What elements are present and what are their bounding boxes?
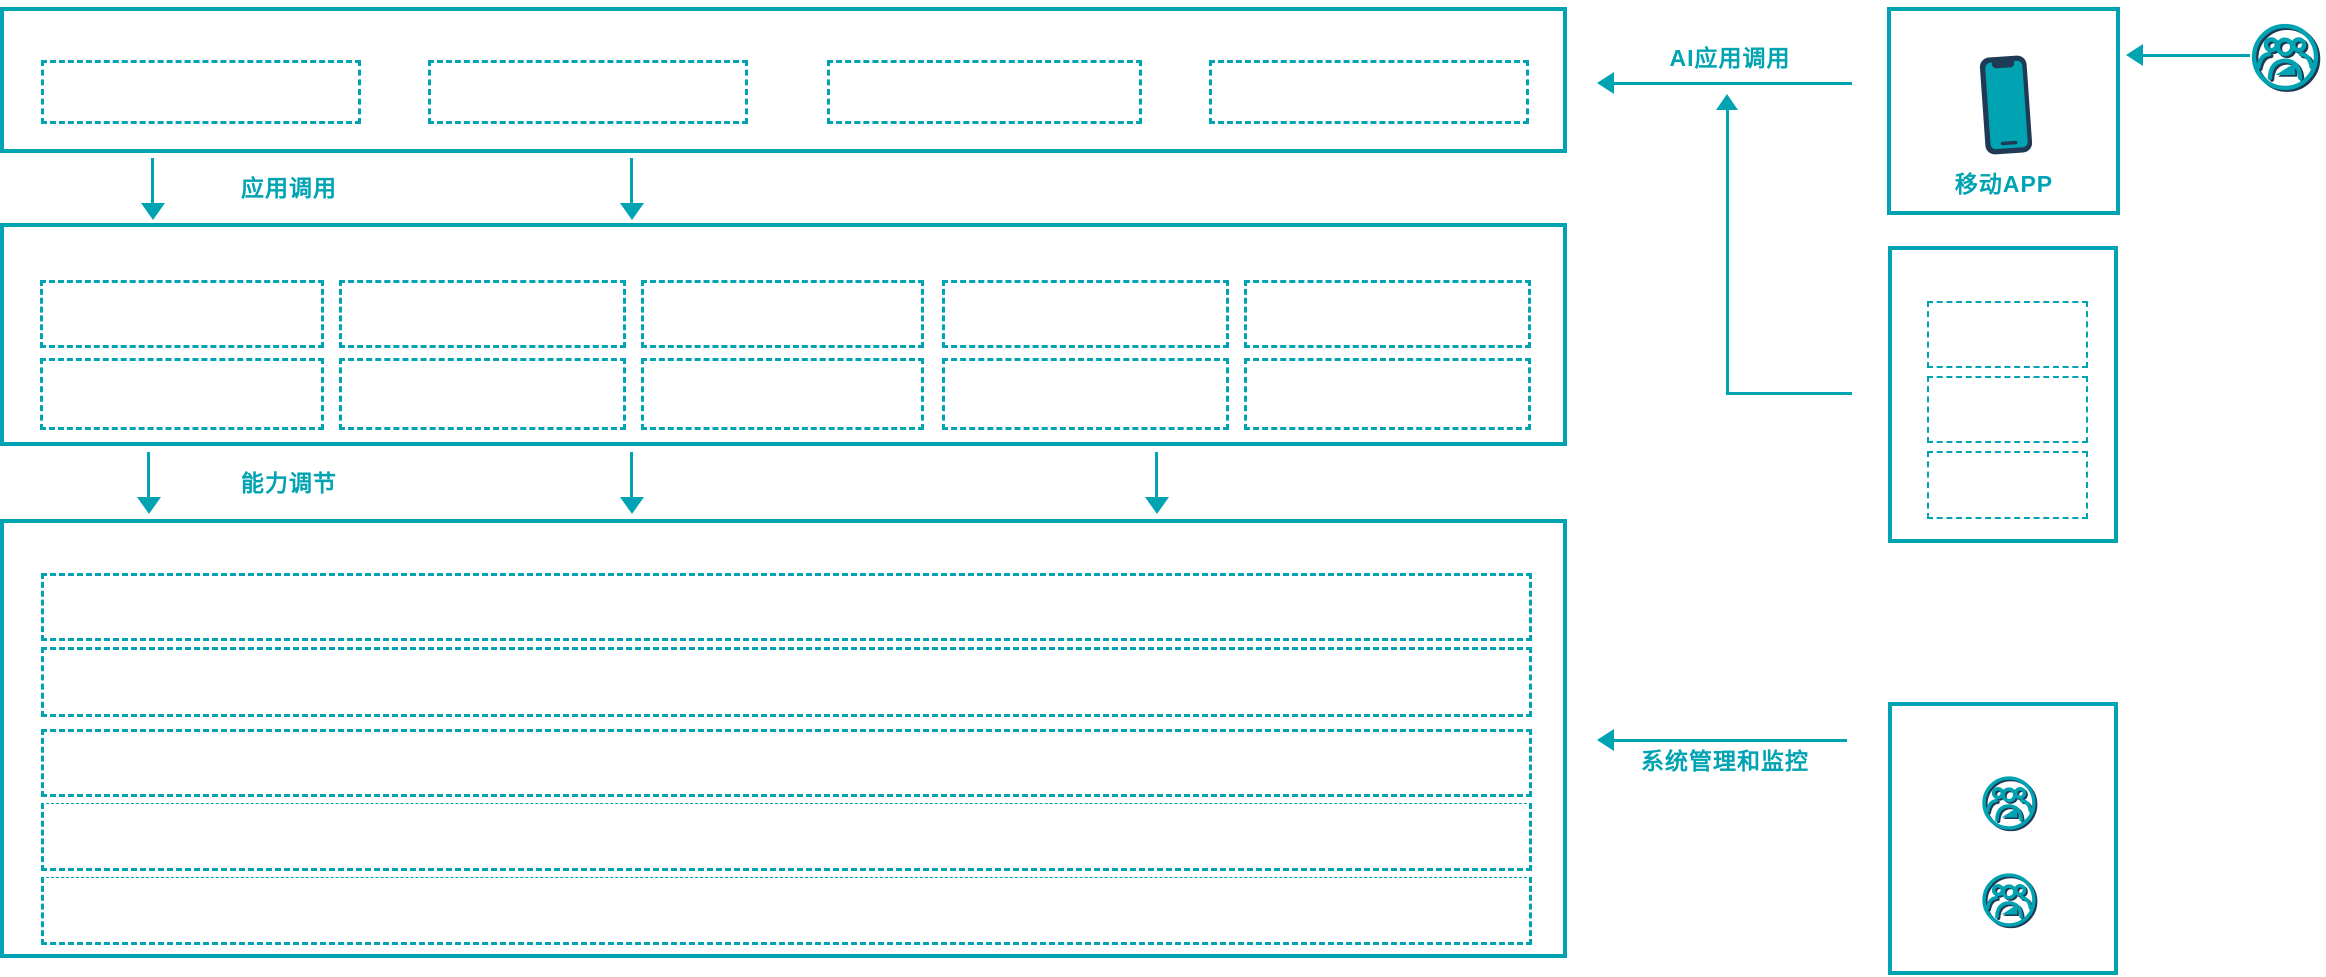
- arrow-head: [620, 203, 644, 220]
- placeholder-box: [942, 358, 1229, 430]
- placeholder-box: [1244, 358, 1531, 430]
- arrow-shaft: [1726, 392, 1852, 395]
- arrow-shaft: [1155, 452, 1158, 498]
- bottom-layer-panel: [0, 519, 1567, 958]
- user-group-icon: [1982, 776, 2038, 832]
- capability-adjust-label: 能力调节: [241, 470, 337, 496]
- arrow-head: [2126, 44, 2143, 66]
- placeholder-box: [40, 358, 324, 430]
- elbow-up-arrow: [1716, 94, 1863, 399]
- placeholder-row: [41, 877, 1532, 945]
- down-arrow: [620, 158, 644, 220]
- user-group-icon: [1982, 873, 2038, 929]
- placeholder-box: [942, 280, 1229, 348]
- mobile-app-label: 移动APP: [1954, 171, 2054, 197]
- placeholder-box: [41, 60, 361, 124]
- arrow-head: [1145, 497, 1169, 514]
- arrow-head: [141, 203, 165, 220]
- mobile-app-panel: 移动APP: [1887, 7, 2120, 215]
- right-middle-panel: [1888, 246, 2118, 543]
- placeholder-row: [41, 803, 1532, 871]
- arrow-shaft: [630, 452, 633, 498]
- placeholder-row: [41, 647, 1532, 717]
- middle-layer-panel: [0, 223, 1567, 446]
- placeholder-box: [40, 280, 324, 348]
- placeholder-box: [339, 280, 626, 348]
- arrow-shaft: [151, 158, 154, 204]
- placeholder-box: [1927, 301, 2088, 368]
- arrow-head: [620, 497, 644, 514]
- arrow-shaft: [147, 452, 150, 498]
- system-monitor-label: 系统管理和监控: [1641, 748, 1809, 774]
- placeholder-box: [339, 358, 626, 430]
- arrow-shaft: [1613, 82, 1852, 85]
- arrow-shaft: [2142, 54, 2250, 57]
- placeholder-row: [41, 729, 1532, 797]
- arrow-head: [1597, 72, 1614, 94]
- app-call-label: 应用调用: [241, 175, 337, 201]
- system-monitor-left-arrow: [1597, 729, 1847, 751]
- user-to-app-left-arrow: [2126, 44, 2250, 66]
- ai-app-call-label: AI应用调用: [1669, 45, 1791, 71]
- placeholder-box: [641, 358, 924, 430]
- placeholder-box: [827, 60, 1142, 124]
- admin-panel: [1888, 702, 2118, 975]
- placeholder-box: [1244, 280, 1531, 348]
- down-arrow: [141, 158, 165, 220]
- arrow-shaft: [630, 158, 633, 204]
- top-layer-panel: [0, 7, 1567, 153]
- placeholder-box: [1927, 376, 2088, 443]
- placeholder-box: [428, 60, 748, 124]
- arrow-head: [1716, 94, 1738, 110]
- down-arrow: [1145, 452, 1169, 514]
- user-group-icon: [2251, 23, 2321, 92]
- placeholder-box: [641, 280, 924, 348]
- arrow-head: [1597, 729, 1614, 751]
- mobile-phone-icon: [1979, 55, 2033, 155]
- arrow-shaft: [1613, 739, 1847, 742]
- arrow-head: [137, 497, 161, 514]
- ai-app-call-left-arrow: [1597, 72, 1852, 94]
- down-arrow: [137, 452, 161, 514]
- placeholder-row: [41, 573, 1532, 641]
- placeholder-box: [1209, 60, 1529, 124]
- down-arrow: [620, 452, 644, 514]
- placeholder-box: [1927, 451, 2088, 519]
- arrow-shaft: [1726, 109, 1729, 395]
